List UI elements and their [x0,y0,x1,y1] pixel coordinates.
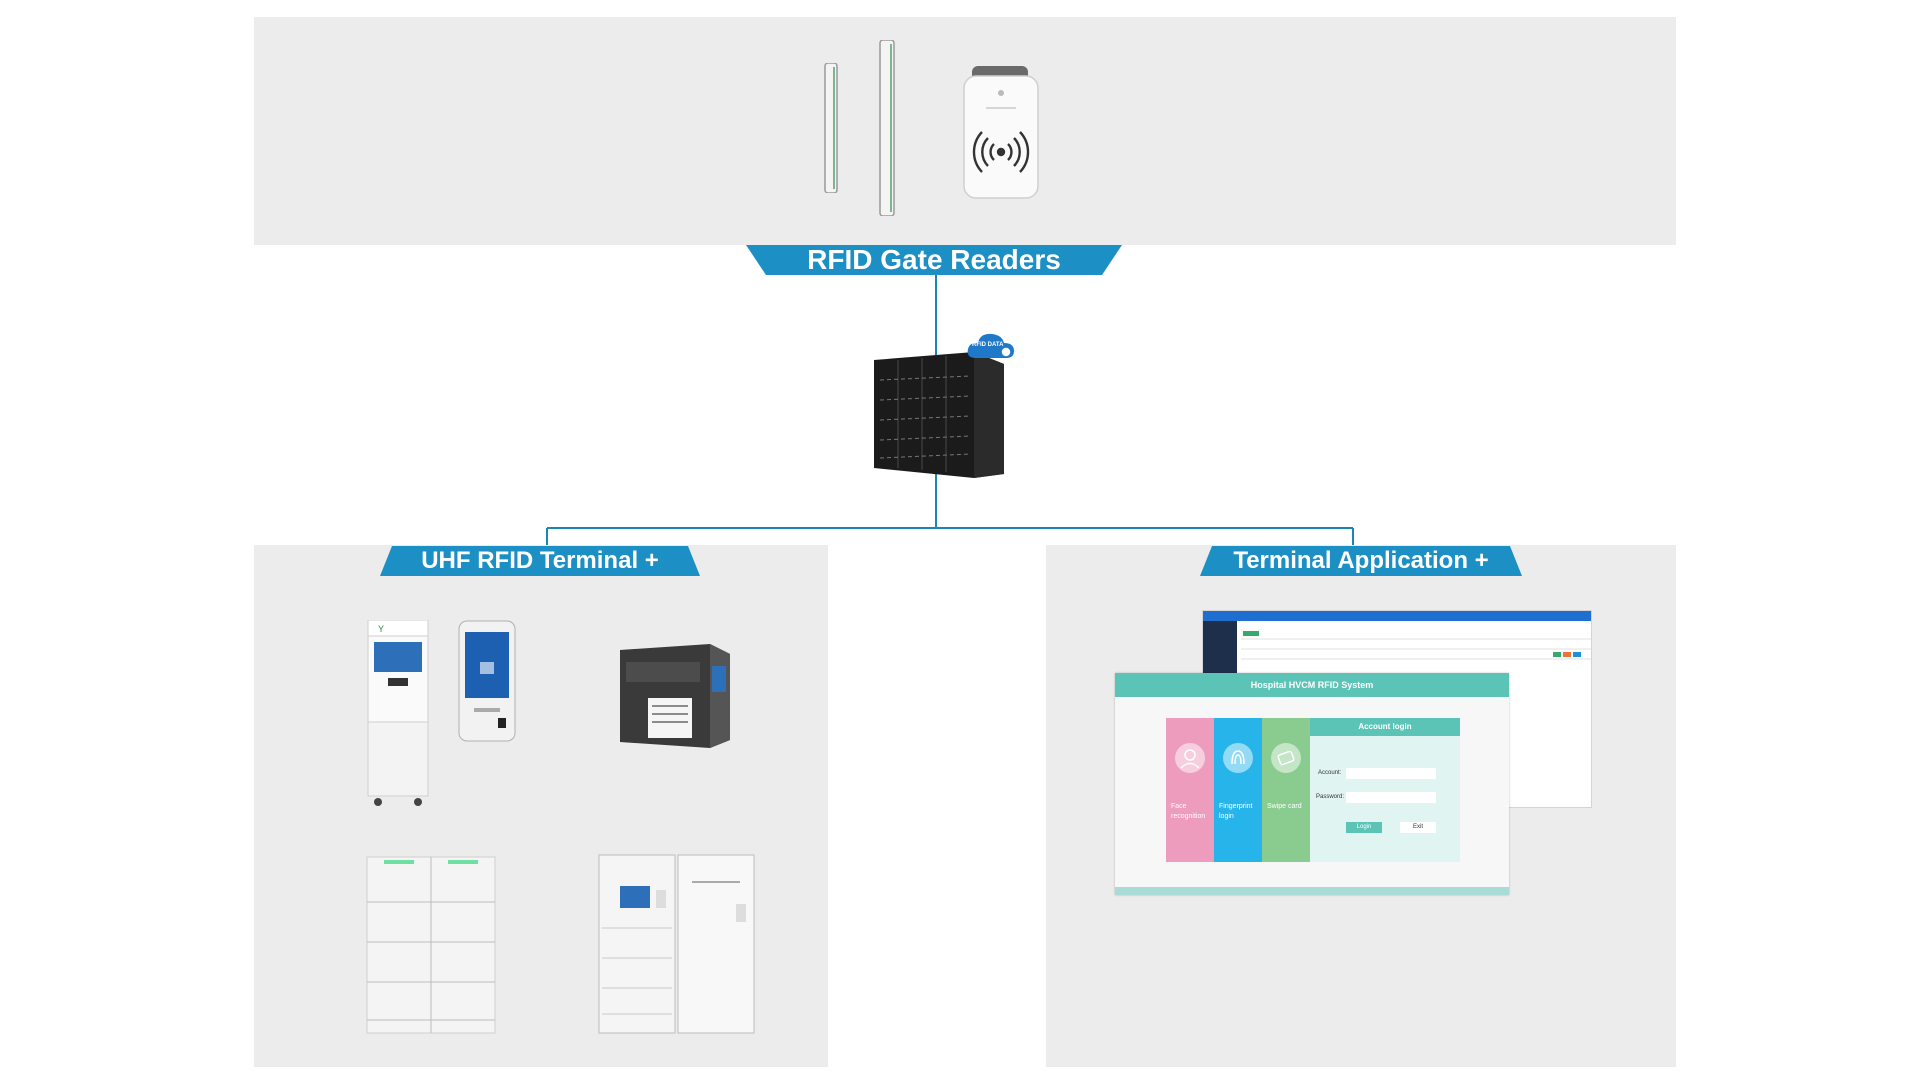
uhf-rfid-terminal-banner: UHF RFID Terminal + [380,546,700,576]
password-label: Password: [1316,794,1345,800]
gate-reader-antenna-tall [879,40,895,216]
account-login-form: Account login Account: Password: Login E… [1310,718,1460,862]
password-input[interactable] [1346,792,1436,803]
account-label: Account: [1318,770,1342,776]
banner-shape [380,546,700,576]
banner-shape [746,245,1122,275]
login-option-fingerprint[interactable]: Fingerprint login [1214,718,1262,862]
self-service-kiosk-icon: Y [367,620,429,806]
login-option-face-label: Face recognition [1171,803,1206,820]
account-input[interactable] [1346,768,1436,779]
login-option-swipe-card[interactable]: Swipe card [1262,718,1310,862]
terminal-application-label: Terminal Application + [1233,547,1489,574]
rfid-gate-readers-banner: RFID Gate Readers [746,245,1122,275]
wall-terminal-icon [458,620,516,742]
rfid-data-label: RFID DATA [972,342,1004,348]
rfid-gate-readers-label: RFID Gate Readers [807,244,1061,275]
dashboard-topbar [1203,611,1591,621]
exit-button-label: Exit [1412,824,1423,830]
gate-reader-antenna-short [824,63,838,193]
dashboard-sidebar [1203,621,1237,681]
terminal-application-banner: Terminal Application + [1200,546,1522,576]
svg-text:Y: Y [378,624,384,634]
smart-shelf-cabinet-icon [366,856,496,1034]
smart-double-cabinet-icon [598,854,755,1034]
login-window-title: Hospital HVCM RFID System [1250,680,1374,690]
login-window-header: Hospital HVCM RFID System [1115,673,1509,697]
server-rack-icon [874,352,1004,478]
dashboard-table [1241,631,1591,660]
login-window-footer [1115,887,1509,895]
fingerprint-icon [1223,743,1253,773]
login-button[interactable]: Login [1346,822,1382,833]
banner-shape [1200,546,1522,576]
login-option-face[interactable]: Face recognition [1166,718,1214,862]
login-option-fingerprint-label: Fingerprint login [1219,803,1253,820]
exit-button[interactable]: Exit [1400,822,1436,833]
login-button-label: Login [1356,824,1372,830]
login-option-swipe-card-label: Swipe card [1267,803,1302,810]
account-login-header: Account login [1310,718,1460,736]
uhf-rfid-terminal-label: UHF RFID Terminal + [421,547,659,574]
account-login-title: Account login [1358,722,1412,731]
label-printer-icon [620,644,730,748]
cloud-icon [967,333,1014,358]
swipe-card-icon [1271,743,1301,773]
face-recognition-icon [1175,743,1205,773]
desktop-rfid-reader-icon [963,66,1039,199]
login-window: Hospital HVCM RFID System Face recogniti… [1115,673,1509,895]
rfid-data-cloud: RFID DATA [966,330,1016,360]
